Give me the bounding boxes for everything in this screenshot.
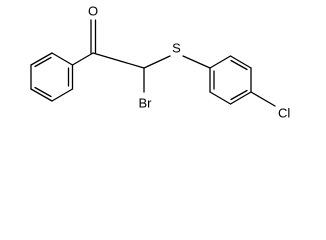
phenyl-ring <box>30 52 74 102</box>
oxygen-atom-label: O <box>88 4 98 19</box>
sulfur-to-aryl-bond <box>182 55 211 69</box>
phenyl-bond-1 <box>51 52 74 66</box>
phenyl-double-bond-a <box>34 56 52 68</box>
chlorophenyl-bond-1 <box>209 55 232 69</box>
carbonyl-group: O <box>71 4 98 66</box>
ring-to-chlorine-bond <box>250 91 276 107</box>
chlorophenyl-bond-5 <box>209 91 232 105</box>
sulfur-atom-label: S <box>172 41 181 56</box>
chlorophenyl-bond-2 <box>229 55 252 69</box>
carbonyl-to-alpha-carbon-bond <box>92 52 145 69</box>
chlorine-atom-label: Cl <box>278 106 290 121</box>
phenyl-bond-4 <box>30 88 53 102</box>
chlorophenyl-bond-4 <box>229 91 252 105</box>
chemical-structure-diagram: O Br S Cl <box>30 4 290 121</box>
phenyl-double-bond-b <box>34 86 52 98</box>
chlorophenyl-double-bond-c <box>230 89 248 101</box>
chlorophenyl-ring: Cl <box>209 55 290 121</box>
thioether-group: S <box>143 41 211 69</box>
phenyl-bond-2 <box>30 52 53 66</box>
bromine-atom-label: Br <box>139 96 153 111</box>
chlorophenyl-double-bond-a <box>230 59 248 71</box>
alpha-carbon: Br <box>92 52 153 111</box>
alpha-carbon-to-sulfur-bond <box>143 55 171 69</box>
phenyl-bond-5 <box>51 88 74 102</box>
phenyl-to-carbonyl-bond <box>71 52 94 66</box>
